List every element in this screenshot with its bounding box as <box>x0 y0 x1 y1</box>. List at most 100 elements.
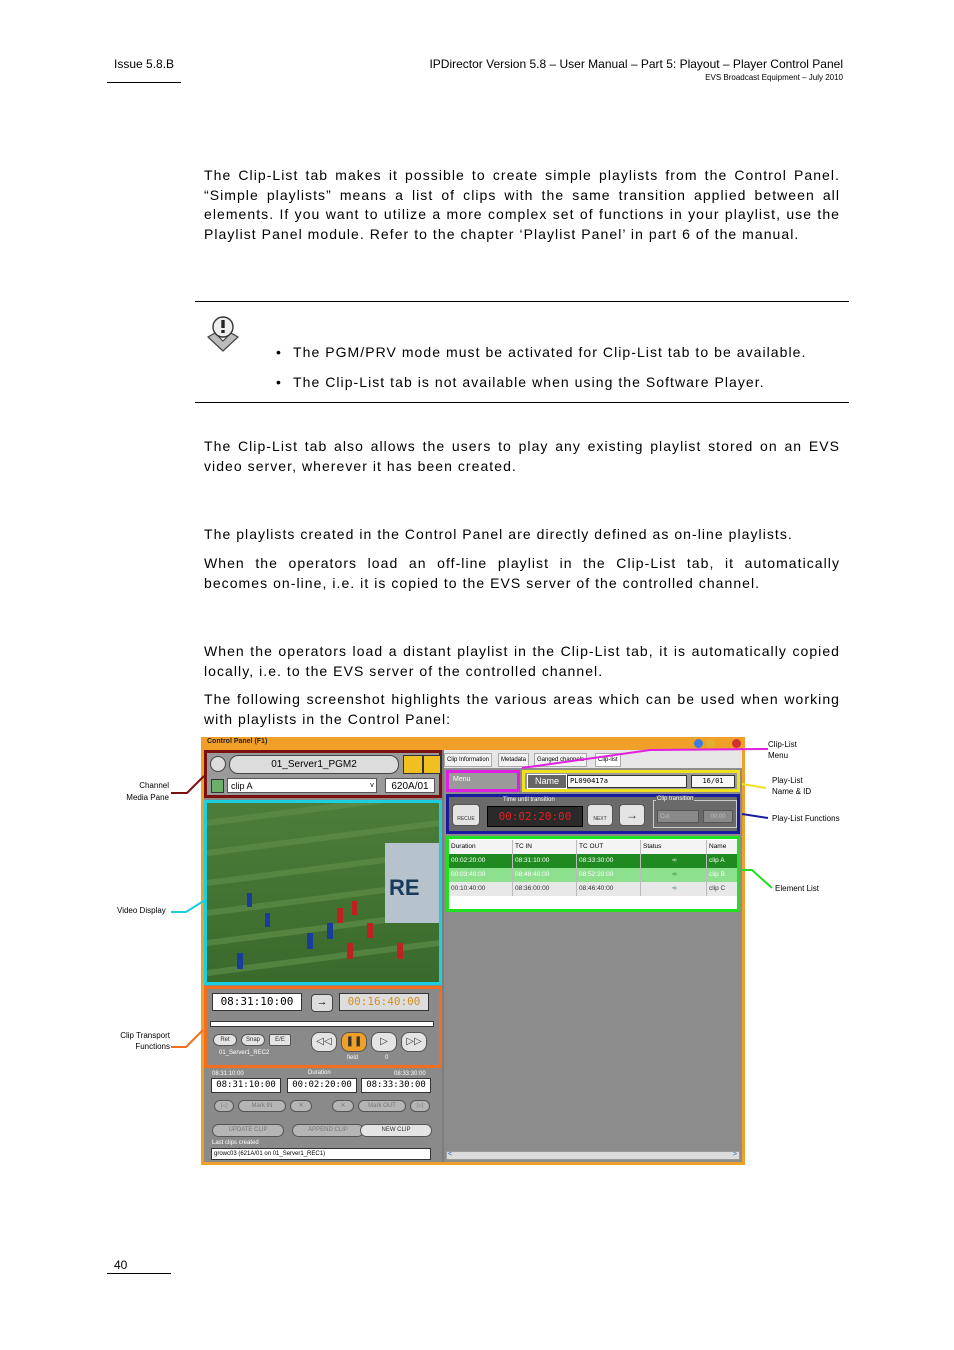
cell-tc-out: 08:52:20:00 <box>577 868 641 882</box>
play-icon[interactable]: ▷ <box>371 1032 397 1052</box>
duration-label: Duration <box>308 1070 331 1076</box>
ee-button[interactable]: E/E <box>269 1034 291 1046</box>
footer-rule <box>107 1273 171 1274</box>
cell-tc-out: 08:46:40:00 <box>577 882 641 896</box>
playlist-name-id: Name PL090417a 16/01 <box>522 770 740 792</box>
callout-playlist-name-id: Play-List Name & ID <box>772 775 811 797</box>
callout-line: Play-List <box>772 776 803 785</box>
table-row[interactable]: 00:10:40:00 08:36:00:00 08:46:40:00 ➾ cl… <box>449 882 737 896</box>
clear-in-icon[interactable]: ✕ <box>290 1100 312 1112</box>
cell-tc-in: 08:48:40:00 <box>513 868 577 882</box>
column-name[interactable]: Name <box>709 843 727 850</box>
mark-in-button[interactable]: Mark IN <box>238 1100 286 1112</box>
paragraph-intro: The Clip-List tab makes it possible to c… <box>204 167 840 242</box>
clip-transport-functions: 08:31:10:00 → 00:16:40:00 Ret Snap E/E 0… <box>204 986 442 1068</box>
element-list-empty-area <box>446 914 738 1140</box>
goto-in-icon[interactable]: |◁ <box>214 1100 234 1112</box>
channel-selector[interactable]: 01_Server1_PGM2 <box>229 755 399 774</box>
new-clip-button[interactable]: NEW CLIP <box>360 1124 432 1137</box>
time-until-transition: 00:02:20:00 <box>487 806 583 827</box>
position-bar[interactable] <box>210 1021 434 1027</box>
channel-icon[interactable] <box>210 756 226 772</box>
callout-clip-transport: Clip Transport Functions <box>115 1030 170 1052</box>
current-timecode: 08:31:10:00 <box>212 993 302 1011</box>
transition-select[interactable]: Cut <box>657 810 699 823</box>
grid-icon[interactable] <box>423 755 441 774</box>
element-list-leader <box>742 869 773 889</box>
help-icon[interactable] <box>694 739 703 748</box>
field-value: 0 <box>385 1055 389 1061</box>
column-status[interactable]: Status <box>641 840 707 854</box>
clip-name-field[interactable]: clip A <box>227 778 377 793</box>
fast-rewind-icon[interactable]: ◁◁ <box>311 1032 337 1052</box>
left-panel: 01_Server1_PGM2 clip A v 620A/01 <box>204 750 442 1162</box>
pause-icon[interactable]: ❚❚ <box>341 1032 367 1052</box>
tab-metadata[interactable]: Metadata <box>498 753 530 767</box>
recue-button[interactable]: RECUE <box>452 804 480 826</box>
settings-icon[interactable] <box>706 739 715 748</box>
video-display: RE <box>204 800 442 985</box>
recorder-label: 01_Server1_REC2 <box>219 1050 270 1056</box>
callout-element-list: Element List <box>775 884 820 893</box>
table-row[interactable]: 00:03:40:00 08:48:40:00 08:52:20:00 ➾ cl… <box>449 868 737 882</box>
fast-forward-icon[interactable]: ▷▷ <box>401 1032 427 1052</box>
important-note-icon <box>205 313 241 355</box>
callout-line: Media Pane <box>126 793 169 802</box>
cell-tc-out: 08:33:30:00 <box>577 854 641 868</box>
table-row[interactable]: 00:02:20:00 08:31:10:00 08:33:30:00 ➾ cl… <box>449 854 737 868</box>
element-list: Duration TC IN TC OUT Status Name 00:02:… <box>446 836 740 912</box>
arrow-right-icon[interactable]: → <box>311 994 333 1012</box>
video-display-leader <box>171 899 206 913</box>
playlist-id-field[interactable]: 16/01 <box>691 775 735 788</box>
clear-out-icon[interactable]: ✕ <box>332 1100 354 1112</box>
issue-label: Issue 5.8.B <box>114 57 175 71</box>
chevron-down-icon[interactable]: v <box>370 782 374 789</box>
arrow-right-icon[interactable]: → <box>619 804 645 826</box>
callout-line: Channel <box>139 781 169 790</box>
cell-duration: 00:03:40:00 <box>449 868 513 882</box>
transition-duration[interactable]: 00:00 <box>703 810 733 823</box>
transport-leader <box>171 1029 204 1048</box>
mark-out-tc-small: 08:33:30:00 <box>394 1071 426 1077</box>
playlist-name-field[interactable]: PL090417a <box>567 775 687 788</box>
clip-list-menu[interactable]: Menu <box>446 770 520 792</box>
note-bullet-1: The PGM/PRV mode must be activated for C… <box>276 344 806 360</box>
layout-icon[interactable] <box>403 755 423 774</box>
tab-clip-information[interactable]: Clip Information <box>444 753 493 767</box>
document-subtitle: EVS Broadcast Equipment – July 2010 <box>705 73 843 82</box>
column-duration[interactable]: Duration <box>449 840 513 854</box>
append-clip-button[interactable]: APPEND CLIP <box>292 1124 364 1137</box>
callout-line: Clip-List <box>768 740 797 749</box>
next-button[interactable]: NEXT <box>587 804 613 826</box>
cell-duration: 00:10:40:00 <box>449 882 513 896</box>
horizontal-scrollbar[interactable]: < > <box>446 1151 740 1160</box>
mark-out-button[interactable]: Mark OUT <box>358 1100 406 1112</box>
clip-id-field[interactable]: 620A/01 <box>385 778 435 793</box>
last-clips-select[interactable]: growc03 (621A/01 on 01_Server1_REC1) <box>211 1148 431 1160</box>
close-icon[interactable] <box>732 739 741 748</box>
mark-out-timecode[interactable]: 08:33:30:00 <box>361 1078 431 1093</box>
video-frame-image: RE <box>207 803 439 982</box>
mark-in-tc-small: 08:31:10:00 <box>212 1071 244 1077</box>
callout-channel-media-pane: Channel <box>137 780 169 791</box>
snap-button[interactable]: Snap <box>241 1034 265 1046</box>
cell-name: clip B <box>709 871 725 878</box>
name-id-leader <box>741 783 767 789</box>
column-tc-out[interactable]: TC OUT <box>577 840 641 854</box>
cell-duration: 00:02:20:00 <box>449 854 513 868</box>
svg-text:RE: RE <box>389 875 420 900</box>
update-clip-button[interactable]: UPDATE CLIP <box>212 1124 284 1137</box>
column-tc-in[interactable]: TC IN <box>513 840 577 854</box>
mark-in-timecode[interactable]: 08:31:10:00 <box>211 1078 281 1093</box>
scroll-right-icon[interactable]: > <box>732 1151 737 1158</box>
note-top-rule <box>195 301 849 302</box>
scroll-left-icon[interactable]: < <box>448 1151 453 1158</box>
note-bottom-rule <box>195 402 849 403</box>
page-number: 40 <box>114 1258 128 1272</box>
menu-label: Menu <box>453 776 471 783</box>
ret-button[interactable]: Ret <box>213 1034 237 1046</box>
paragraph-screenshot-intro: The following screenshot highlights the … <box>204 691 840 727</box>
goto-out-icon[interactable]: ▷| <box>410 1100 430 1112</box>
duration-timecode[interactable]: 00:02:20:00 <box>287 1078 357 1093</box>
clip-transition-group: Clip transition Cut 00:00 <box>653 796 737 828</box>
